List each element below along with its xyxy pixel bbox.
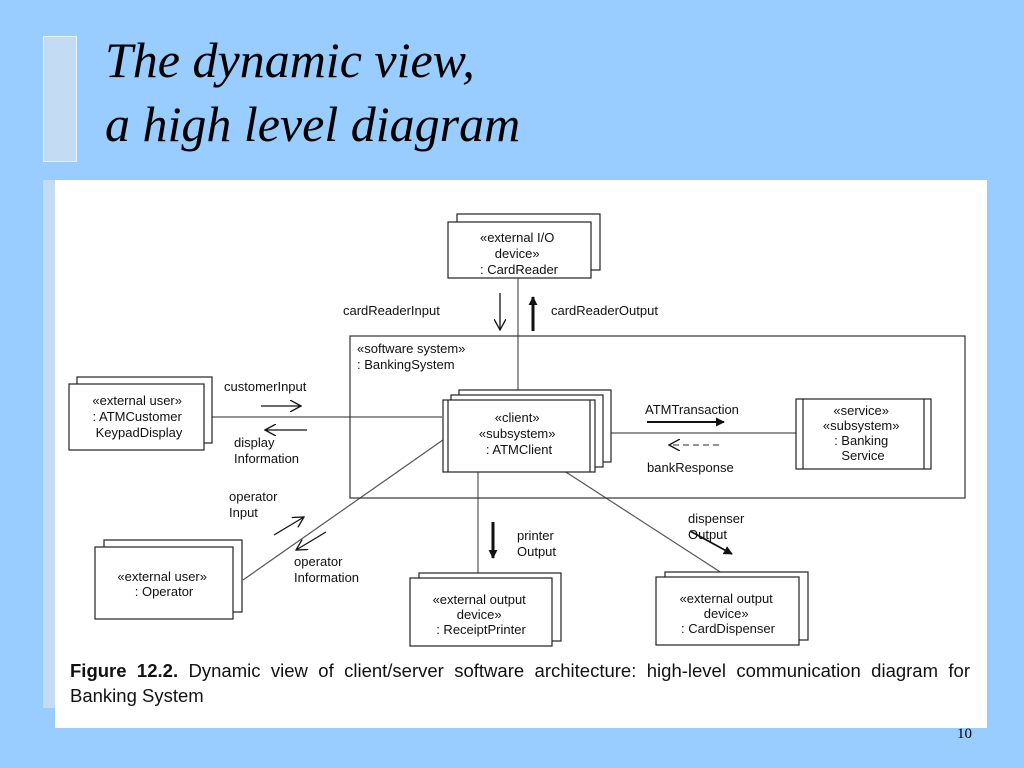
figure-side-strip [43,180,55,708]
figure-caption-label: Figure 12.2. [70,660,179,681]
page-number: 10 [957,726,972,742]
message-arrows [261,293,733,559]
communication-diagram: «software system» : BankingSystem «exter… [68,213,966,647]
svg-text:«client» «subsystem»: «client» «subsystem» : ATMClient [479,410,559,457]
receipt-printer-node: «external output device» : ReceiptPrinte… [409,572,562,647]
atm-transaction-label: ATMTransaction [645,402,739,417]
title-line-2: a high level diagram [105,96,521,152]
figure-caption-text: Dynamic view of client/server software a… [70,660,970,706]
operator-input-label: operator Input [229,489,281,520]
card-reader-output-label: cardReaderOutput [551,303,658,318]
operator-input-arrow [273,517,304,536]
card-reader-input-label: cardReaderInput [343,303,440,318]
title-accent-bar [43,36,77,162]
card-dispenser-node: «external output device» : CardDispenser [655,571,809,646]
connections [212,270,796,581]
figure-caption: Figure 12.2. Dynamic view of client/serv… [70,658,970,708]
operator-node: «external user» : Operator [94,539,243,620]
atm-client-node: «client» «subsystem» : ATMClient [442,389,612,473]
dispenser-output-arrow [689,530,733,555]
client-to-dispenser-line [554,464,729,578]
svg-text:«external I/O device»: «external I/O device» : CardReader [480,230,559,277]
message-labels: cardReaderInput cardReaderOutput custome… [224,303,748,585]
svg-text:«service» «subsystem»: «service» «subsystem» : Banking Service [823,403,903,463]
customer-input-label: customerInput [224,379,307,394]
figure-panel: «software system» : BankingSystem «exter… [55,180,987,728]
title-line-1: The dynamic view, [105,32,475,88]
card-reader-node: «external I/O device» : CardReader [447,213,601,279]
atm-customer-node: «external user» : ATMCustomer KeypadDisp… [68,376,213,451]
banking-system-label: «software system» : BankingSystem [357,341,469,372]
svg-text:«external output devic: «external output device» : CardDispenser [680,591,777,636]
svg-text:«external output devic: «external output device» : ReceiptPrinte… [433,592,530,637]
svg-text:«external user» : Oper: «external user» : Operator [117,569,210,599]
dispenser-output-label: dispenser Output [688,511,748,542]
banking-system-boundary [349,335,966,499]
banking-service-node: «service» «subsystem» : Banking Service [795,398,932,470]
operator-information-label: operator Information [294,554,359,585]
slide-title: The dynamic view, a high level diagram [105,28,520,156]
bank-response-label: bankResponse [647,460,734,475]
operator-to-client-line [242,434,451,581]
printer-output-label: printer Output [517,528,557,559]
svg-text:«external user» : ATMC: «external user» : ATMCustomer KeypadDisp… [92,393,185,440]
operator-information-arrow [296,531,327,550]
display-information-label: display Information [234,435,299,466]
